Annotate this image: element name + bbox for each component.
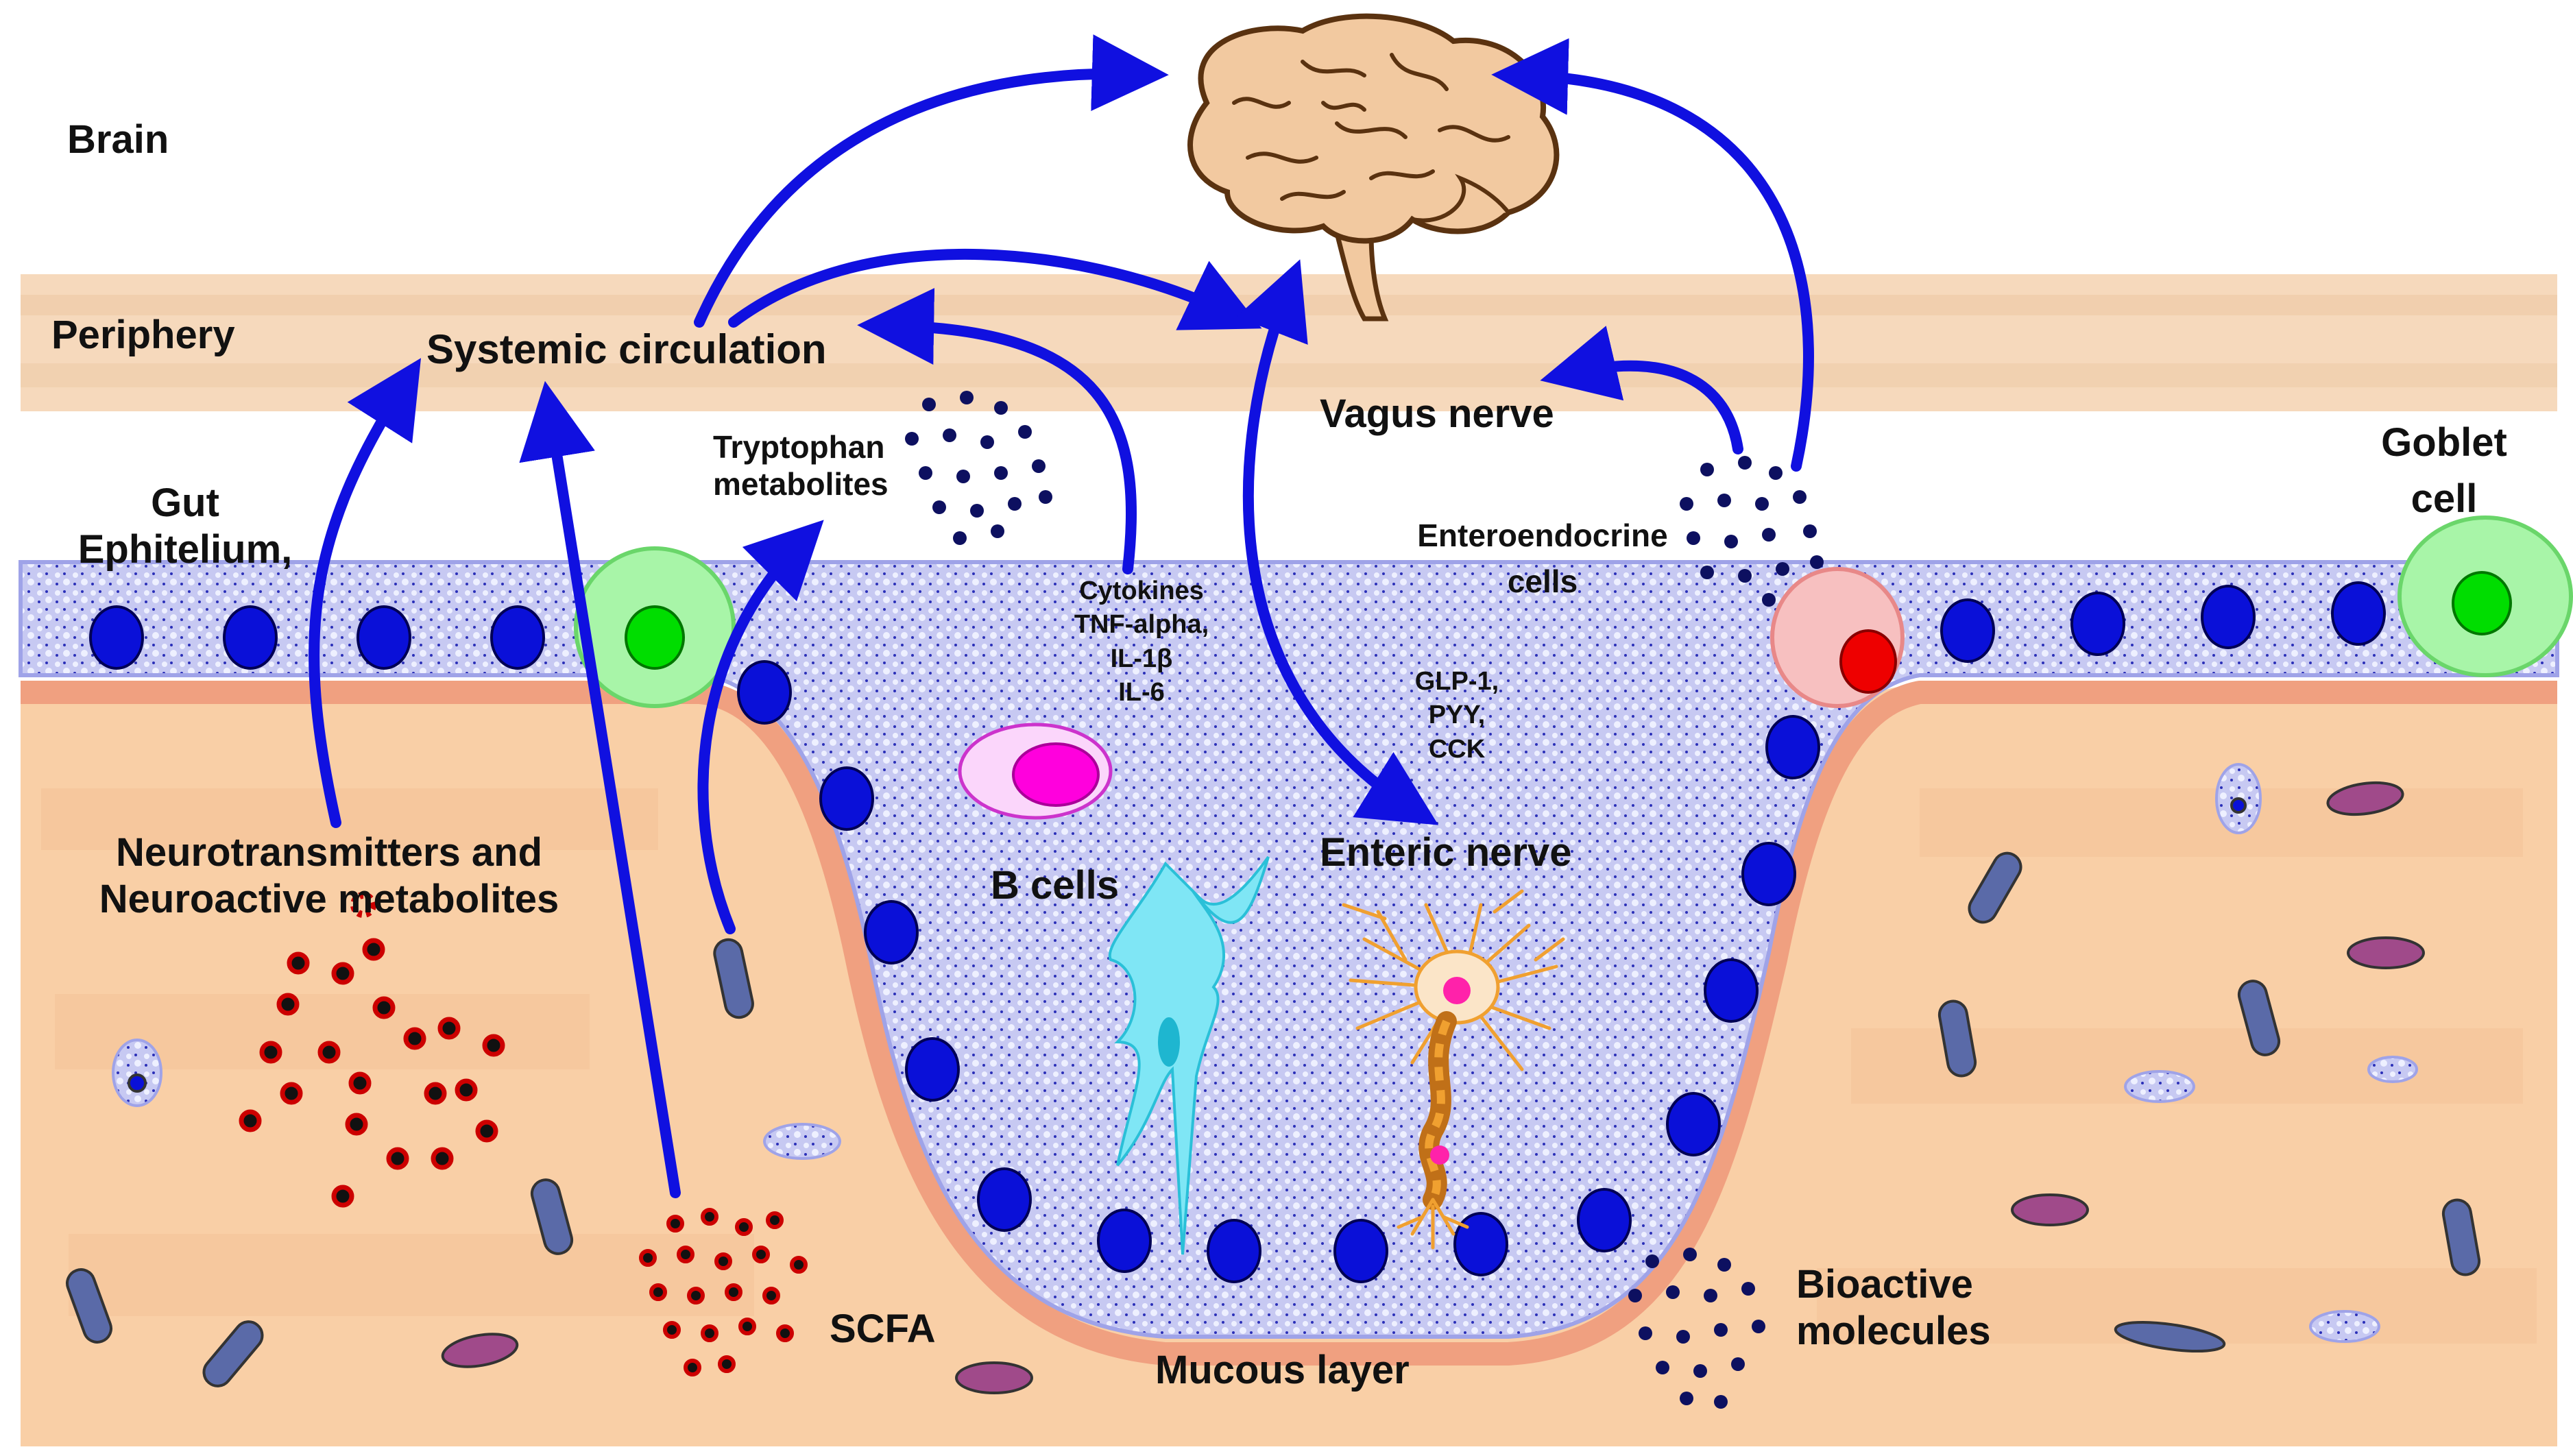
enteric-nerve-label: Enteric nerve	[1320, 830, 1572, 875]
goblet-line2: cell	[2411, 476, 2478, 522]
bacteria-icon	[66, 763, 2481, 1394]
cytokines-line1: Cytokines	[1079, 577, 1204, 605]
tryptophan-label: Tryptophan metabolites	[713, 428, 889, 503]
bioactive-line2: molecules	[1796, 1309, 1991, 1354]
b-cell-icon	[958, 723, 1113, 820]
cytokines-label: Cytokines TNF-alpha, IL-1β IL-6	[1056, 574, 1227, 710]
gut-epithelium-line2: Ephitelium,	[77, 527, 293, 572]
arrow-neurotransmitters-to-circulation	[309, 358, 422, 828]
neurotransmitter-dots	[239, 892, 505, 1208]
periphery-label: Periphery	[51, 313, 235, 357]
cytokines-line4: IL-6	[1118, 678, 1165, 707]
systemic-circulation-label: Systemic circulation	[426, 326, 827, 372]
arrow-brain-enteric-nerve	[1236, 259, 1439, 825]
tryptophan-line2: metabolites	[713, 466, 889, 502]
scfa-dots	[639, 1208, 808, 1376]
goblet-line1: Goblet	[2381, 420, 2507, 465]
arrow-scfa-to-circulation	[519, 380, 681, 1198]
dendritic-cell-icon	[1108, 856, 1270, 1255]
hormones-label: GLP-1, PYY, CCK	[1399, 665, 1515, 766]
gut-epithelium-label: Gut Ephitelium,	[55, 480, 315, 574]
mucous-layer	[21, 681, 2557, 1366]
arrow-bacteria-to-tryptophan	[697, 520, 824, 934]
neurotransmitters-label: Neurotransmitters and Neuroactive metabo…	[69, 829, 590, 923]
hormone-dots	[1680, 456, 1824, 607]
hormones-line3: CCK	[1428, 734, 1486, 764]
goblet-cell-label: Goblet cell	[2358, 415, 2530, 528]
brain-label: Brain	[67, 117, 169, 162]
mucous-layer-label: Mucous layer	[1155, 1348, 1410, 1392]
epithelial-nuclei	[89, 581, 2386, 1283]
arrow-circulation-to-periphery	[728, 248, 1262, 330]
gut-epithelium-line1: Gut	[151, 481, 219, 525]
hormones-line2: PYY,	[1428, 701, 1486, 730]
enteroendocrine-line1: Enteroendocrine	[1417, 518, 1668, 553]
cytokines-line2: TNF-alpha,	[1074, 610, 1209, 640]
arrow-cytokines-to-circulation	[857, 288, 1137, 574]
cytokines-line3: IL-1β	[1110, 644, 1173, 673]
scfa-label: SCFA	[830, 1307, 936, 1351]
tryptophan-line1: Tryptophan	[713, 429, 885, 465]
signalling-arrows	[309, 34, 1814, 1198]
epithelium-layer	[19, 560, 2559, 1339]
neurotransmitters-line1: Neurotransmitters and	[115, 830, 543, 875]
bioactive-molecule-dots	[1628, 1248, 1765, 1409]
hormones-line1: GLP-1,	[1414, 667, 1499, 696]
arrow-enteroendocrine-to-brain	[1491, 38, 1814, 472]
enteroendocrine-cell-icon	[1770, 567, 1905, 708]
neuron-icon	[1342, 889, 1565, 1250]
arrow-enteroendocrine-to-vagus	[1540, 326, 1743, 454]
enteroendocrine-line2: cells	[1507, 563, 1578, 599]
bioactive-line1: Bioactive	[1796, 1262, 1973, 1307]
neurotransmitters-line2: Neuroactive metabolites	[99, 877, 559, 922]
brain-icon	[1187, 13, 1560, 321]
bioactive-molecules-label: Bioactive molecules	[1796, 1261, 1991, 1355]
tryptophan-metabolite-dots	[905, 391, 1052, 545]
vagus-nerve-label: Vagus nerve	[1320, 391, 1554, 436]
b-cells-label: B cells	[991, 863, 1119, 908]
goblet-cell-icon	[574, 515, 2573, 708]
arrow-circulation-to-brain	[694, 34, 1169, 328]
enteroendocrine-label: Enteroendocrine cells	[1405, 513, 1680, 604]
